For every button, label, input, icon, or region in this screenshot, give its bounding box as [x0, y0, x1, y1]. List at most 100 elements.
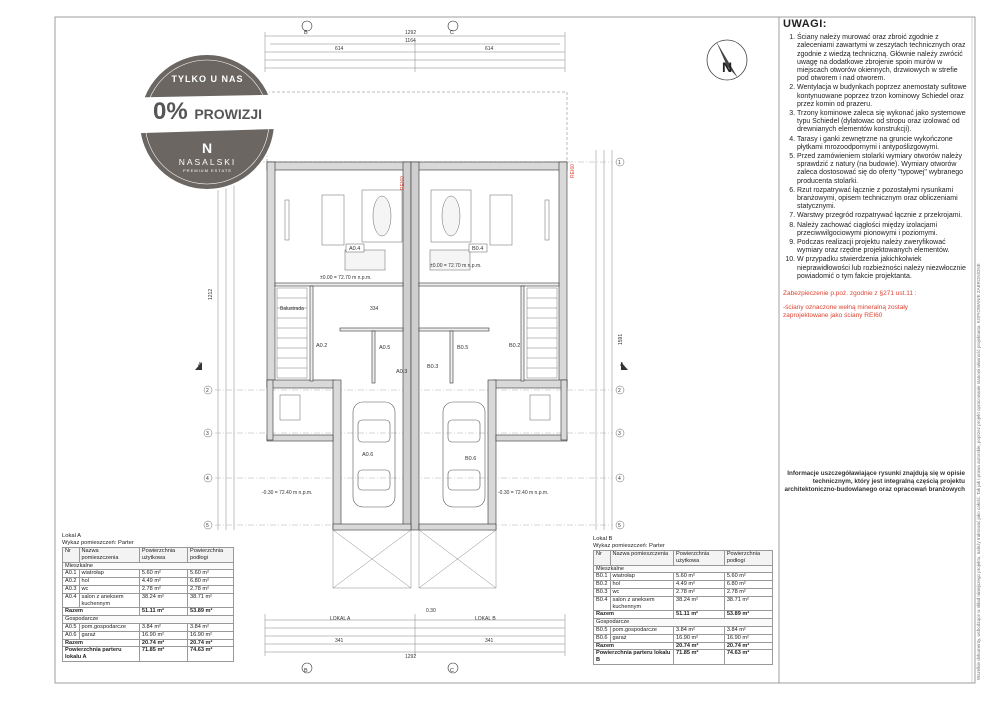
table-header: Nazwa pomieszczenia	[78, 547, 140, 563]
table-b-subtitle: Wykaz pomieszczeń: Parter	[593, 543, 665, 549]
section-b-top: B	[304, 30, 308, 36]
section-c-top: C	[450, 30, 454, 36]
notes-list: Ściany należy murować oraz zbroić zgodni…	[783, 34, 968, 281]
dim-top-half-a: 614	[335, 46, 344, 52]
axis-2-right: 2	[618, 388, 621, 394]
cell: 2.78 m²	[186, 584, 235, 594]
table-section: Gospodarcze	[593, 618, 773, 627]
cell: 51.11 m²	[672, 610, 725, 620]
outer-walls	[266, 161, 568, 531]
level-ext-a: -0.30 = 72.40 m n.p.m.	[262, 490, 312, 496]
axis-3-right: 3	[618, 431, 621, 437]
promo-badge-shape	[106, 53, 312, 191]
badge-brand: NASALSKI	[178, 157, 237, 167]
section-a-right-arrow	[621, 362, 628, 370]
cell: wiatrołap	[609, 572, 674, 582]
axis-4-left: 4	[206, 476, 209, 482]
room-b2-label: B0.2	[509, 343, 520, 349]
table-header: Powierzchnia użytkowa	[672, 550, 725, 566]
axis-2-left: 2	[206, 388, 209, 394]
fire-title: Zabezpieczenie p.poż. zgodnie z §271 ust…	[783, 290, 917, 297]
note-item: Warstwy przegród rozpatrywać łącznie z p…	[797, 212, 968, 220]
cell: salon z aneksem kuchennym	[609, 595, 674, 612]
cell: A0.6	[62, 630, 80, 640]
info-note: Informacje uszczegóławiające rysunki zna…	[784, 470, 965, 493]
cell: 2.78 m²	[138, 584, 188, 594]
cell: 38.71 m²	[723, 595, 774, 612]
table-a-title: Lokal A	[62, 533, 82, 539]
driveway	[332, 529, 497, 589]
note-item: Należy zachować ciągłości między izolacj…	[797, 222, 968, 238]
dim-top-total: 1292	[405, 30, 416, 36]
lokal-a-label: LOKAL A	[330, 616, 351, 622]
room-table-a: Lokal A Wykaz pomieszczeń: Parter Nr Naz…	[62, 533, 235, 662]
cell: 53.89 m²	[723, 610, 774, 620]
cell: Razem	[62, 638, 140, 648]
section-b-bottom: B	[304, 668, 308, 674]
cell: 38.24 m²	[672, 595, 725, 612]
cell: 4.49 m²	[672, 580, 725, 589]
room-a4-tag	[345, 243, 365, 253]
table-a-subtitle: Wykaz pomieszczeń: Parter	[62, 540, 134, 546]
cell: 2.78 m²	[723, 587, 774, 597]
cell: A0.3	[62, 584, 80, 594]
dim-right: 1591	[618, 334, 624, 345]
room-b6-label: B0.6	[465, 456, 476, 462]
stairs	[276, 287, 558, 379]
dim-top-half-b: 614	[485, 46, 494, 52]
badge-logo-letter: N	[201, 140, 213, 156]
table-section: Mieszkalne	[593, 564, 773, 574]
cell: 71.85 m²	[138, 646, 188, 662]
note-item: W przypadku stwierdzenia jakichkolwiek n…	[797, 256, 968, 281]
axis-markers	[203, 157, 625, 530]
cell: 71.85 m²	[672, 649, 725, 665]
cell: 20.74 m²	[672, 641, 725, 651]
cell: 16.90 m²	[672, 633, 725, 643]
balustrada-label: Balustrada	[280, 306, 304, 312]
room-a5-label: A0.5	[379, 345, 390, 351]
cell: hol	[78, 577, 140, 586]
cell: salon z aneksem kuchennym	[78, 592, 140, 609]
room-a6-label: A0.6	[362, 452, 373, 458]
dim-stair: 334	[370, 306, 379, 312]
cell: 16.90 m²	[138, 630, 188, 640]
cell: 38.71 m²	[186, 592, 235, 609]
cell: B0.4	[593, 595, 611, 612]
cell: 16.90 m²	[186, 630, 235, 640]
promo-badge: TYLKO U NAS 0% PROWIZJI N NASALSKI PREMI…	[105, 48, 310, 188]
rei-label-b: REI60	[570, 164, 576, 178]
cell: B0.1	[593, 572, 611, 582]
cell: 53.89 m²	[186, 607, 235, 617]
compass-north-label: N	[722, 59, 732, 75]
table-header: Nr	[62, 547, 80, 563]
table-header: Powierzchnia podłogi	[186, 547, 235, 563]
badge-headline: 0% PROWIZJI	[105, 98, 310, 126]
axis-1-right: 1	[618, 160, 621, 166]
cell: B0.5	[593, 625, 611, 635]
cell: 6.80 m²	[186, 577, 235, 586]
cell: 74.63 m²	[723, 649, 774, 665]
cell: Razem	[593, 641, 674, 651]
cell: hol	[609, 580, 674, 589]
axis-5-left: 5	[206, 523, 209, 529]
cell: pom.gospodarcze	[78, 622, 140, 632]
level-a: ±0.00 = 72.70 m n.p.m.	[320, 275, 372, 281]
table-header: Powierzchnia użytkowa	[138, 547, 188, 563]
fire-protection-note: Zabezpieczenie p.poż. zgodnie z §271 ust…	[783, 290, 943, 320]
table-b: Nr Nazwa pomieszczenia Powierzchnia użyt…	[593, 550, 774, 665]
cell: 74.63 m²	[186, 646, 235, 662]
table-header: Nazwa pomieszczenia	[609, 550, 674, 566]
badge-big: 0%	[152, 98, 188, 125]
cell: 6.80 m²	[723, 580, 774, 589]
room-b3-label: B0.3	[427, 364, 438, 370]
